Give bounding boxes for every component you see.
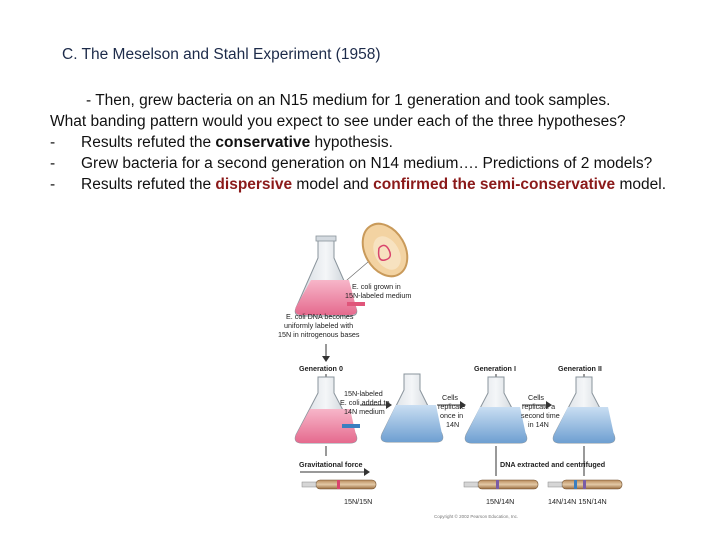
cells1-label-3: once in bbox=[440, 411, 463, 420]
n14-color-key bbox=[342, 424, 360, 428]
ecoli-cell-icon bbox=[354, 216, 417, 284]
n15-color-key bbox=[347, 302, 365, 306]
dna-label-3: 15N in nitrogenous bases bbox=[278, 330, 360, 339]
cells1-label-4: 14N bbox=[446, 420, 459, 429]
cells2-label-4: in 14N bbox=[528, 420, 549, 429]
cells2-label-1: Cells bbox=[528, 393, 544, 402]
flask-icon bbox=[465, 377, 527, 443]
gravitational-force-label: Gravitational force bbox=[299, 460, 363, 469]
tube-gen2-label: 14N/14N 15N/14N bbox=[548, 497, 607, 506]
ecoli-label-1: E. coli grown in bbox=[352, 282, 401, 291]
centrifuge-tube-gen0 bbox=[302, 480, 376, 489]
flask-icon bbox=[553, 377, 615, 443]
centrifuge-tube-gen1 bbox=[464, 480, 538, 489]
dna-label-2: uniformly labeled with bbox=[284, 321, 353, 330]
tube-gen1-label: 15N/14N bbox=[486, 497, 514, 506]
cells2-label-2: replicate a bbox=[522, 402, 555, 411]
flask-icon bbox=[381, 374, 443, 442]
cells1-label-1: Cells bbox=[442, 393, 458, 402]
generation-0-label: Generation 0 bbox=[299, 364, 343, 373]
ecoli-label-2: 15N-labeled medium bbox=[345, 291, 411, 300]
generation-2-label: Generation II bbox=[558, 364, 602, 373]
dna-extracted-label: DNA extracted and centrifuged bbox=[500, 460, 605, 469]
generation-1-label: Generation I bbox=[474, 364, 516, 373]
copyright-text: Copyright © 2002 Pearson Education, Inc. bbox=[434, 513, 518, 519]
cells2-label-3: second time bbox=[521, 411, 560, 420]
added-label-1: 15N-labeled bbox=[344, 389, 383, 398]
centrifuge-tube-gen2 bbox=[548, 480, 622, 489]
added-label-2: E. coli added to bbox=[340, 398, 390, 407]
tube-gen0-label: 15N/15N bbox=[344, 497, 372, 506]
dna-label-1: E. coli DNA becomes bbox=[286, 312, 354, 321]
added-label-3: 14N medium bbox=[344, 407, 385, 416]
